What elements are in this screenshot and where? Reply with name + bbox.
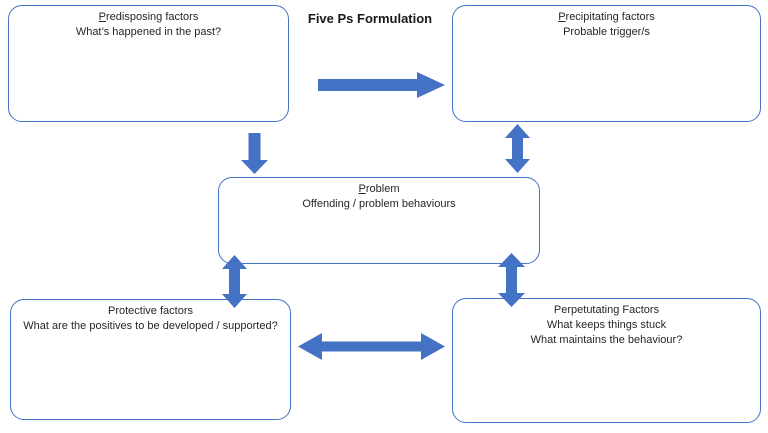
predisposing-factors-box: Predisposing factors What’s happened in …	[8, 5, 289, 122]
problem-heading: Problem	[219, 182, 539, 197]
arrow-protective-perpetuating-icon	[298, 333, 445, 360]
protective-heading: Protective factors	[108, 305, 193, 317]
precipitating-factors-box: Precipitating factors Probable trigger/s	[452, 5, 761, 122]
heading-underlined-letter: P	[98, 11, 106, 23]
precipitating-heading: Precipitating factors	[453, 10, 760, 25]
problem-subtext: Offending / problem behaviours	[302, 198, 456, 210]
arrow-precipitating-problem-icon	[505, 124, 530, 173]
protective-subtext: What are the positives to be developed /…	[23, 320, 278, 332]
problem-box: Problem Offending / problem behaviours	[218, 177, 540, 264]
predisposing-subtext: What’s happened in the past?	[75, 26, 222, 38]
arrow-shape	[222, 255, 247, 308]
arrow-shape	[298, 333, 445, 360]
diagram-title: Five Ps Formulation	[307, 11, 433, 26]
precipitating-subtext: Probable trigger/s	[563, 26, 650, 38]
arrow-predisposing-to-problem-icon	[241, 133, 268, 174]
arrow-shape	[505, 124, 530, 173]
arrow-shape	[498, 253, 525, 307]
arrow-predisposing-to-precipitating-icon	[318, 72, 445, 98]
predisposing-heading: Predisposing factors	[9, 10, 288, 25]
heading-rest: recipitating factors	[565, 11, 655, 23]
arrow-shape	[241, 133, 268, 174]
arrow-shape	[318, 72, 445, 98]
perpetuating-subtext-2: What maintains the behaviour?	[530, 334, 683, 346]
heading-rest: roblem	[365, 183, 400, 195]
perpetuating-heading: Perpetutating Factors	[553, 304, 660, 316]
perpetuating-factors-box: Perpetutating Factors What keeps things …	[452, 298, 761, 423]
heading-underlined-letter: P	[358, 183, 366, 195]
perpetuating-subtext-1: What keeps things stuck	[546, 319, 667, 331]
arrow-problem-perpetuating-icon	[498, 253, 525, 307]
heading-underlined-letter: P	[558, 11, 566, 23]
heading-rest: redisposing factors	[106, 11, 199, 23]
arrow-problem-protective-icon	[222, 255, 247, 308]
protective-factors-box: Protective factors What are the positive…	[10, 299, 291, 420]
